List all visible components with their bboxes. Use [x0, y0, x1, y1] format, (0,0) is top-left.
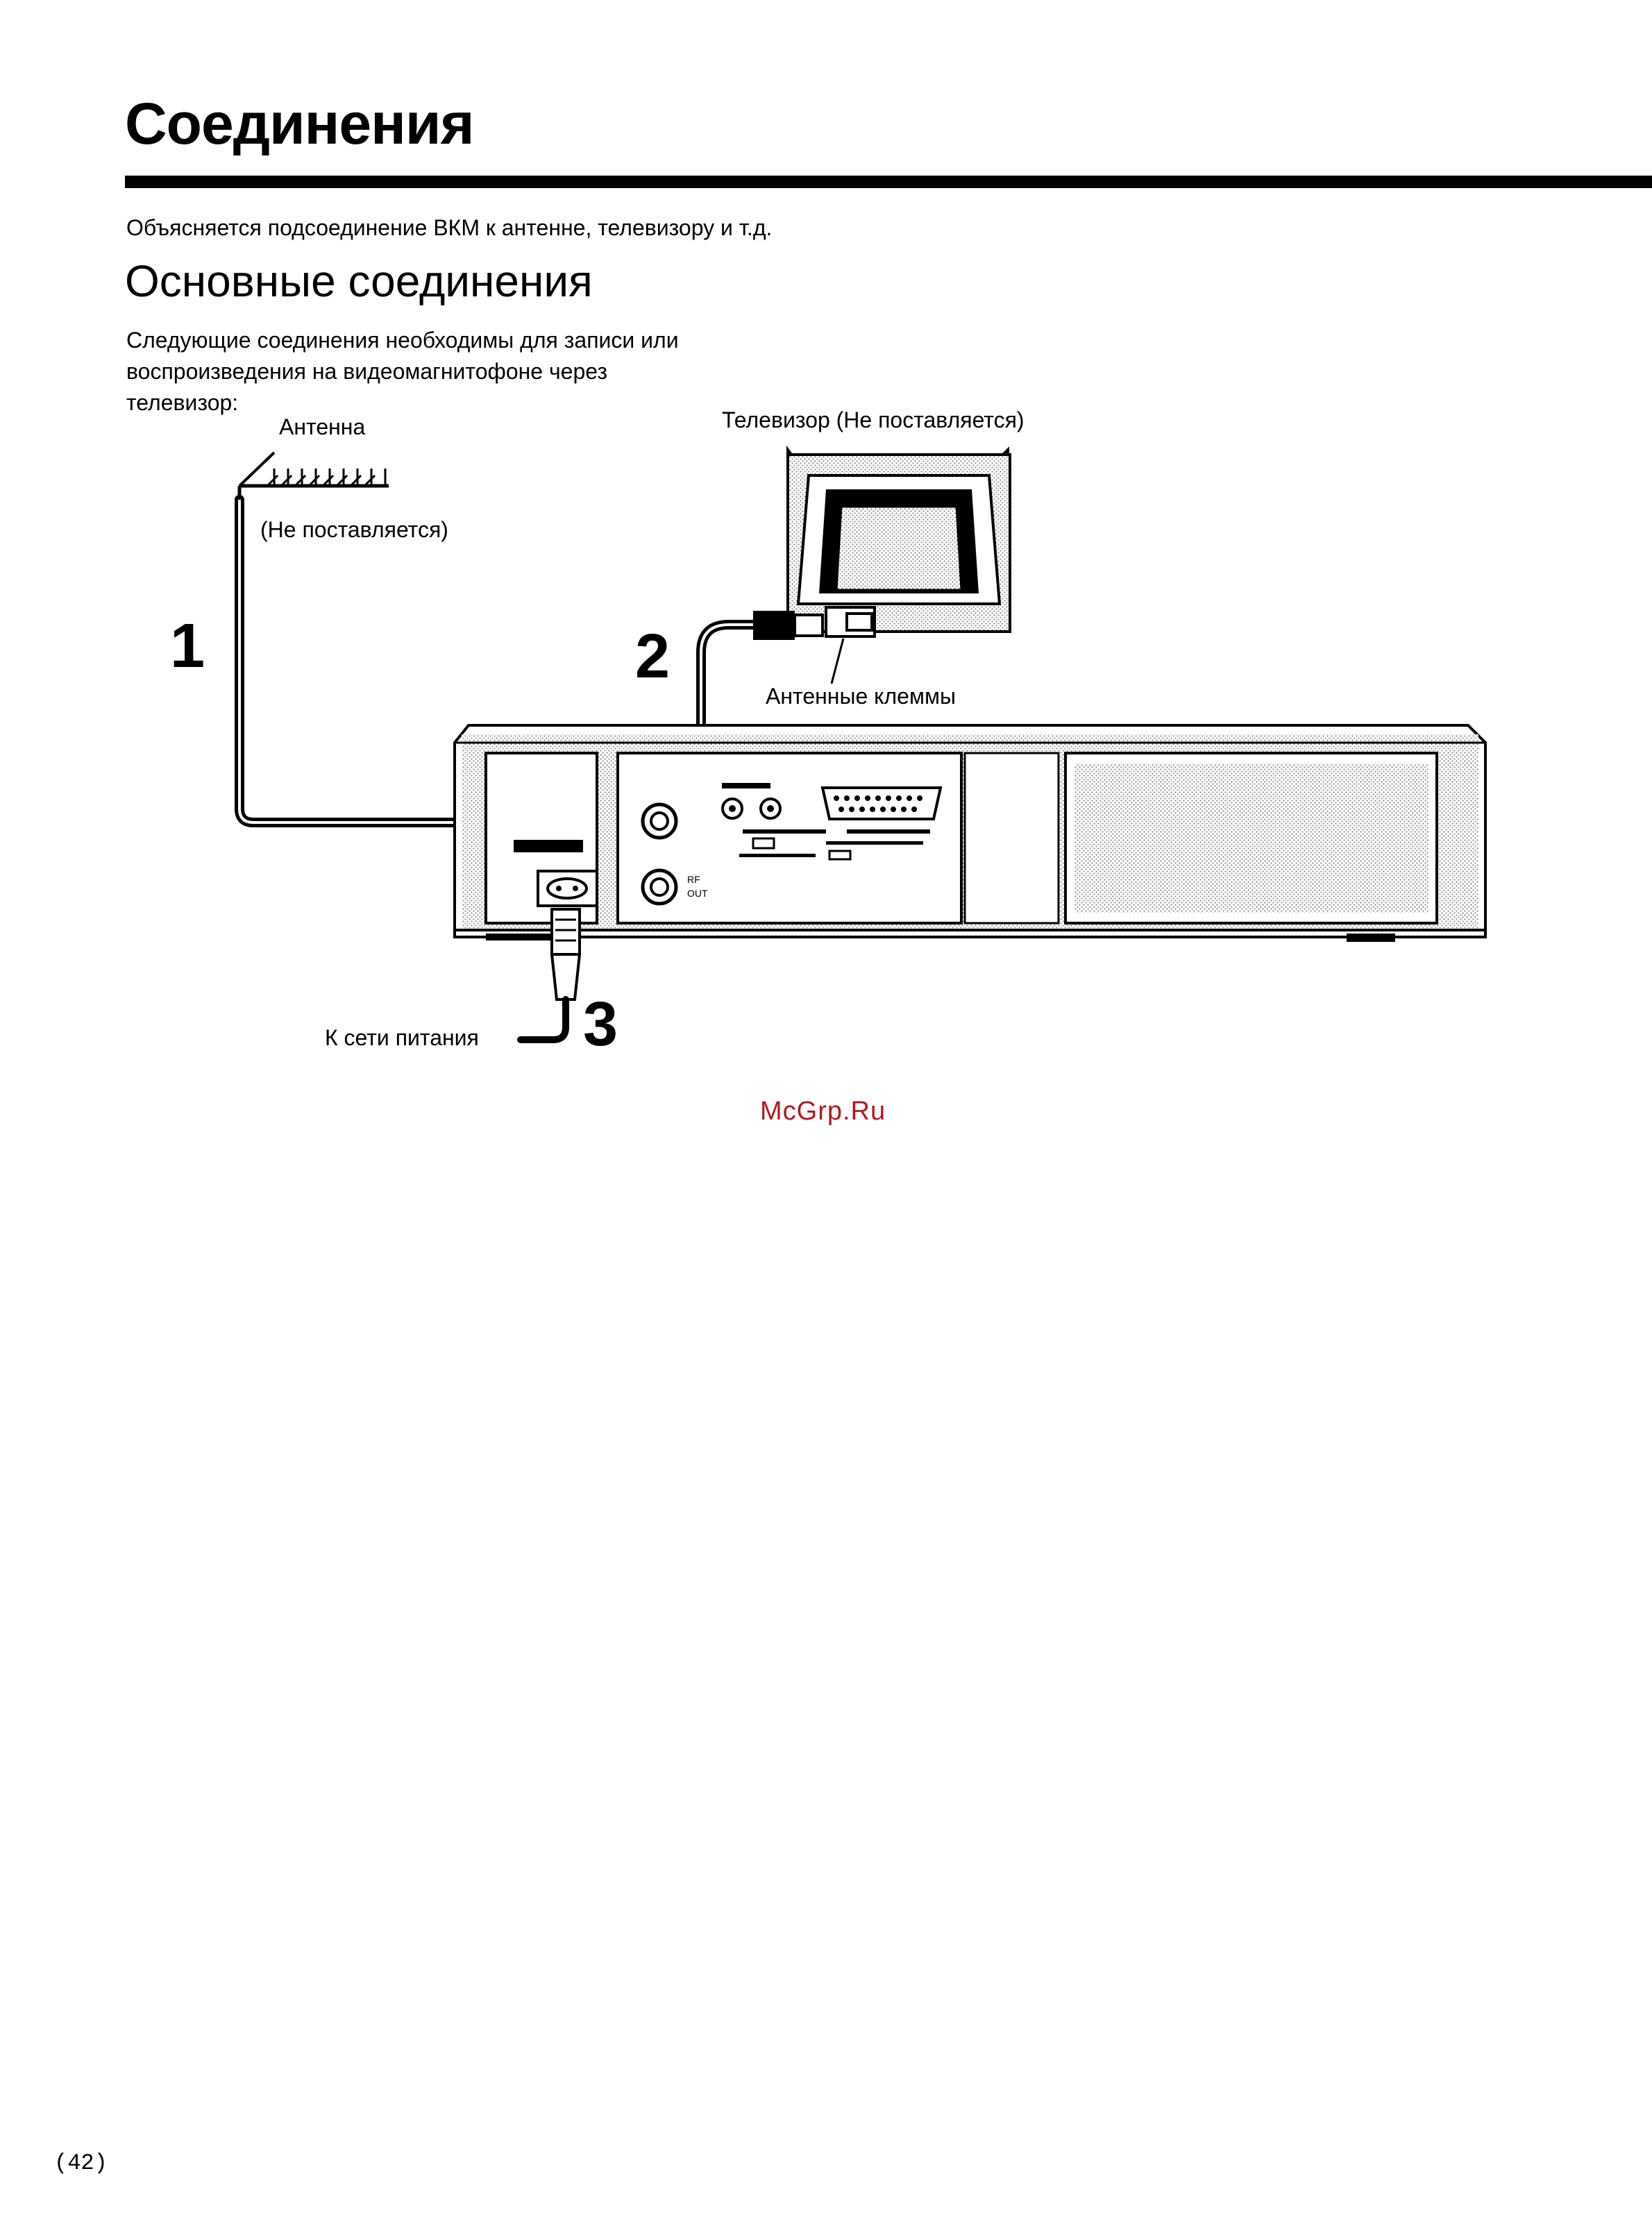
scart-connector	[820, 786, 943, 820]
power-cord	[517, 908, 582, 1043]
page-number: (42)	[54, 2150, 108, 2176]
tv-label: Телевизор (Не поставляется)	[722, 407, 1025, 432]
step-1-marker: 1	[170, 611, 205, 681]
lead-paragraph: Следующие соединения необходимы для запи…	[126, 328, 679, 415]
page-title: Соединения	[125, 91, 474, 156]
title-rule	[125, 176, 1652, 188]
tv-terminals-label: Антенные клеммы	[766, 684, 956, 709]
audio-video-jacks	[721, 783, 782, 820]
step-2-marker: 2	[635, 622, 671, 691]
vcr-rear-panel	[453, 724, 1487, 942]
antenna-label: Антенна	[279, 414, 366, 439]
rf-in-jack	[641, 802, 678, 840]
antenna-note: (Не поставляется)	[260, 517, 448, 542]
antenna-icon	[237, 451, 389, 503]
intro-text: Объясняется подсоединение ВКМ к антенне,…	[126, 215, 773, 240]
rf-select-switch	[739, 829, 826, 857]
ac-inlet	[514, 840, 598, 907]
tv-plug	[753, 611, 824, 640]
svg-text:RF: RF	[687, 874, 700, 885]
power-label: К сети питания	[325, 1025, 479, 1050]
rf-out-jack: RF OUT	[641, 868, 708, 906]
svg-text:OUT: OUT	[687, 888, 708, 899]
signal-switch	[826, 829, 930, 861]
television-icon	[786, 445, 1012, 684]
watermark: McGrp.Ru	[760, 1097, 886, 1126]
step-3-marker: 3	[583, 990, 618, 1059]
section-title: Основные соединения	[125, 256, 593, 306]
